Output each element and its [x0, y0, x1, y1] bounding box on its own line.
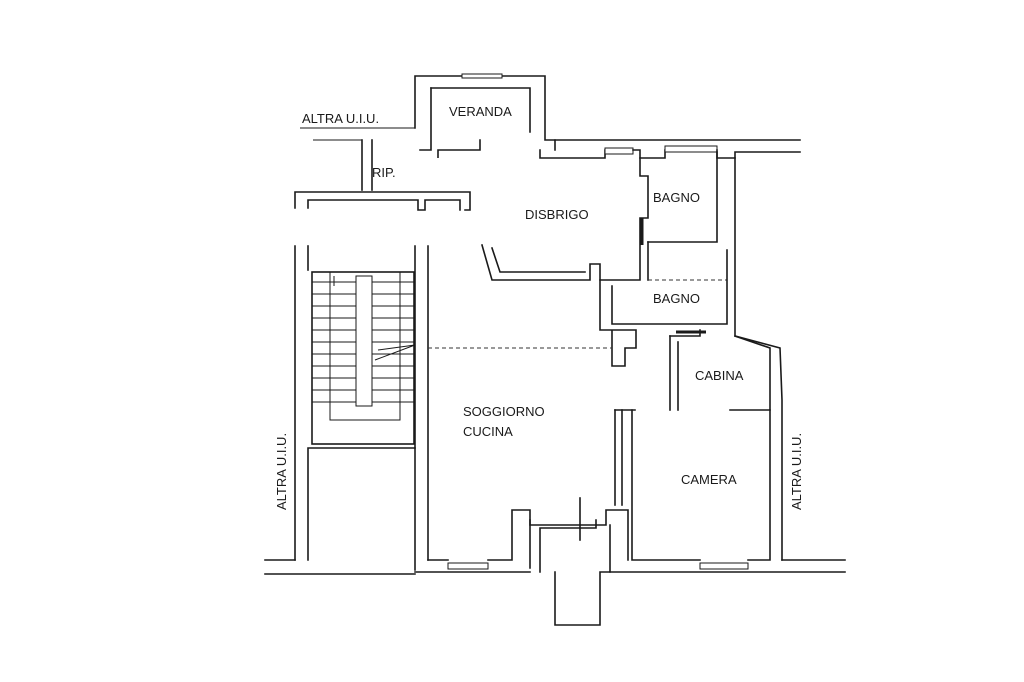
- label-neighbor-top-left: ALTRA U.I.U.: [302, 111, 379, 126]
- staircase: [294, 245, 429, 571]
- label-cucina: CUCINA: [463, 424, 513, 439]
- label-neighbor-left: ALTRA U.I.U.: [274, 433, 289, 510]
- rip-walls: [361, 139, 373, 191]
- corridor-wall: [294, 191, 471, 211]
- label-camera: CAMERA: [681, 472, 737, 487]
- veranda-walls: [414, 73, 556, 158]
- label-bagno-lower: BAGNO: [653, 291, 700, 306]
- bagno-cabina-walls: [599, 157, 771, 411]
- label-veranda: VERANDA: [449, 104, 512, 119]
- label-bagno-upper: BAGNO: [653, 190, 700, 205]
- label-neighbor-right: ALTRA U.I.U.: [789, 433, 804, 510]
- label-rip: RIP.: [372, 165, 396, 180]
- label-cabina: CABINA: [695, 368, 744, 383]
- top-outer-wall: [539, 139, 801, 159]
- disbrigo-walls: [481, 151, 727, 281]
- label-disbrigo: DISBRIGO: [525, 207, 589, 222]
- label-soggiorno: SOGGIORNO: [463, 404, 545, 419]
- lower-walls: [264, 335, 846, 626]
- neighbor-boundary-top-left: [300, 127, 415, 141]
